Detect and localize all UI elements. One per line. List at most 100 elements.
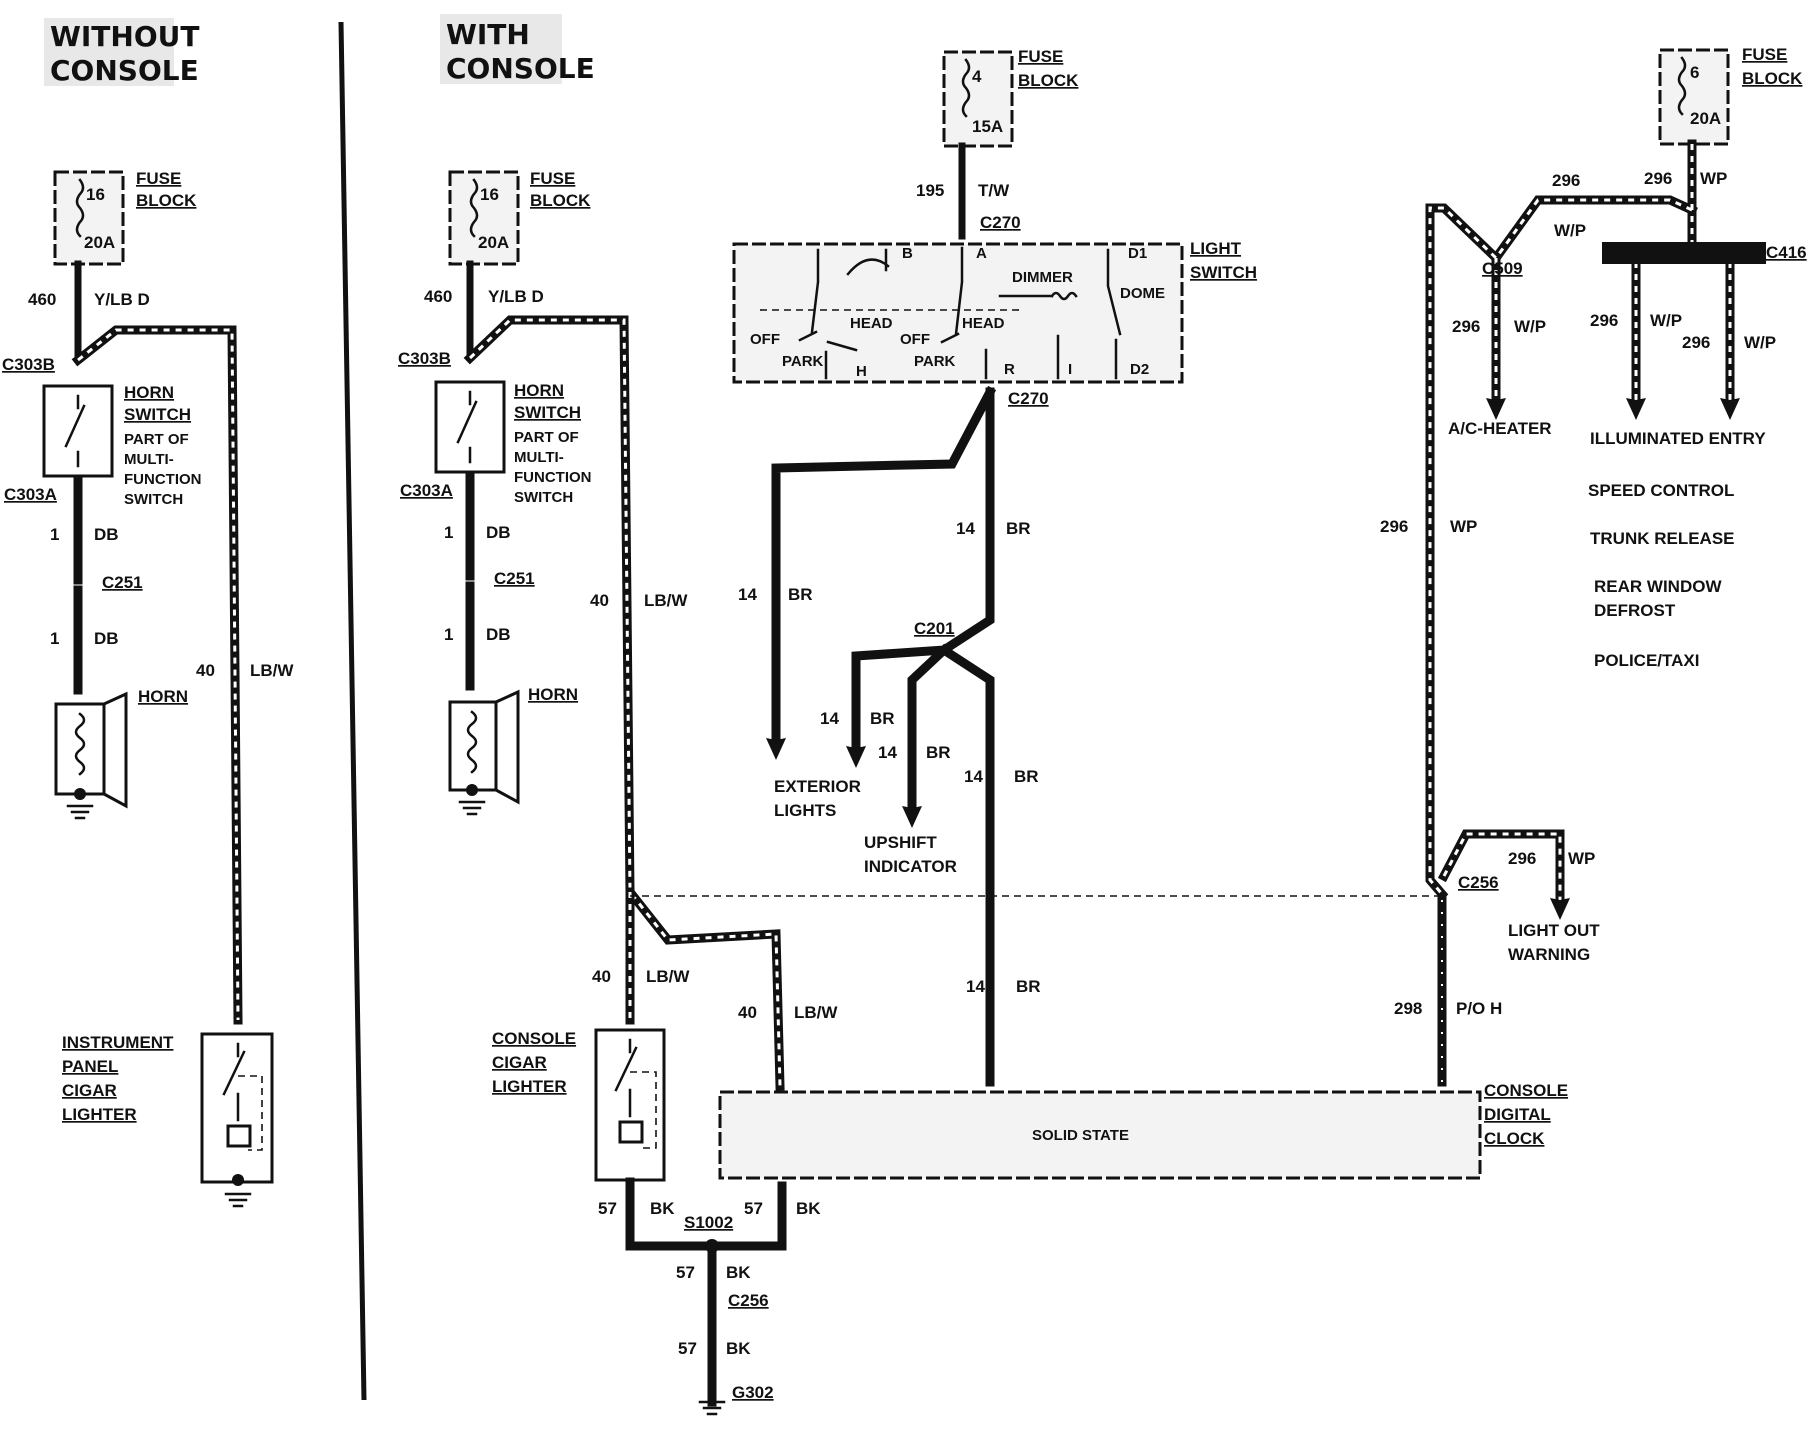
- label-left-wire1a-color: DB: [94, 525, 119, 544]
- label-right-c416: C416: [1766, 243, 1807, 262]
- label-mid-wire57b-color: BK: [796, 1199, 821, 1218]
- label-headings-without_console-0: WITHOUT: [50, 20, 199, 53]
- label-light-wire14_b-color: BR: [926, 743, 951, 762]
- label-light-wire14_a-color: BR: [870, 709, 895, 728]
- section-divider: [338, 21, 367, 1401]
- label-right-wire296_ac-color: W/P: [1514, 317, 1546, 336]
- label-light-terminals-d1: D1: [1128, 245, 1147, 262]
- label-left-horn_switch-3: MULTI-: [124, 451, 174, 468]
- label-light-wire195-circuit: 195: [916, 181, 944, 200]
- light-switch: B A D1 D2 R I H DIMMER DOME HEAD OFF PAR…: [732, 239, 1257, 384]
- label-mid-c251: C251: [494, 569, 535, 588]
- label-clock-label-1: DIGITAL: [1484, 1105, 1551, 1124]
- label-right-wire296_lo-color: WP: [1568, 849, 1595, 868]
- label-mid-horn_switch-4: FUNCTION: [514, 469, 592, 486]
- label-light-terminals-i: I: [1068, 361, 1072, 378]
- label-right-c256: C256: [1458, 873, 1499, 892]
- console-digital-clock: SOLID STATE CONSOLE DIGITAL CLOCK: [718, 1081, 1568, 1180]
- label-mid-wire57d-circuit: 57: [678, 1339, 697, 1358]
- label-clock-center: SOLID STATE: [1032, 1127, 1129, 1144]
- label-right-light_out-0: LIGHT OUT: [1508, 921, 1600, 940]
- label-mid-s1002: S1002: [684, 1213, 733, 1232]
- label-light-inner-dimmer: DIMMER: [1012, 269, 1073, 286]
- c201-branches: [851, 643, 951, 813]
- label-left-wire1b-circuit: 1: [50, 629, 59, 648]
- label-light-switch_label-1: SWITCH: [1190, 263, 1257, 282]
- label-mid-console_cigar-1: CIGAR: [492, 1053, 547, 1072]
- label-left-wire460-color: Y/LB D: [94, 290, 150, 309]
- label-left-fuse-label2: BLOCK: [136, 191, 197, 210]
- label-mid-wire1b-color: DB: [486, 625, 511, 644]
- left-horn: HORN: [54, 687, 188, 820]
- heading-with-console: WITH CONSOLE: [440, 14, 595, 85]
- label-mid-wire40a-circuit: 40: [590, 591, 609, 610]
- label-light-wire14_ext-color: BR: [788, 585, 813, 604]
- label-mid-fuse-label1: FUSE: [530, 169, 575, 188]
- label-light-switch_label-0: LIGHT: [1190, 239, 1242, 258]
- label-light-terminals-h: H: [856, 363, 867, 380]
- label-light-wire14_main-color: BR: [1006, 519, 1031, 538]
- label-mid-horn_switch-2: PART OF: [514, 429, 579, 446]
- label-left-wire460-circuit: 460: [28, 290, 56, 309]
- label-left-fuse-num: 16: [86, 185, 105, 204]
- label-mid-wire1a-circuit: 1: [444, 523, 453, 542]
- exterior-lights-wire: [771, 385, 997, 745]
- mid-console-cigar-lighter: CONSOLE CIGAR LIGHTER: [492, 1028, 666, 1182]
- label-light-c270_top: C270: [980, 213, 1021, 232]
- label-mid-wire1b-circuit: 1: [444, 625, 453, 644]
- label-headings-with_console-0: WITH: [446, 18, 530, 51]
- label-mid-fuse-num: 16: [480, 185, 499, 204]
- label-mid-wire40a-color: LB/W: [644, 591, 688, 610]
- label-mid-horn_switch-0: HORN: [514, 381, 564, 400]
- label-light-terminals-r: R: [1004, 361, 1015, 378]
- left-instrument-cigar-lighter: INSTRUMENT PANEL CIGAR LIGHTER: [62, 1032, 274, 1208]
- label-right-wire296_il2-circuit: 296: [1682, 333, 1710, 352]
- label-light-exterior-0: EXTERIOR: [774, 777, 861, 796]
- label-light-fuse-num: 4: [972, 67, 982, 86]
- label-mid-horn_switch-1: SWITCH: [514, 403, 581, 422]
- label-light-inner-off2: OFF: [900, 331, 930, 348]
- label-mid-c303b: C303B: [398, 349, 451, 368]
- label-mid-console_cigar-0: CONSOLE: [492, 1029, 576, 1048]
- label-headings-without_console-1: CONSOLE: [50, 54, 199, 87]
- label-left-c251: C251: [102, 573, 143, 592]
- label-light-upshift-1: INDICATOR: [864, 857, 957, 876]
- label-left-cigar-2: CIGAR: [62, 1081, 117, 1100]
- label-mid-wire40b-color: LB/W: [646, 967, 690, 986]
- label-left-cigar-0: INSTRUMENT: [62, 1033, 174, 1052]
- label-right-options-4: DEFROST: [1594, 601, 1676, 620]
- label-left-c303b: C303B: [2, 355, 55, 374]
- label-right-ac_heater: A/C-HEATER: [1448, 419, 1552, 438]
- label-left-wire40-color: LB/W: [250, 661, 294, 680]
- label-right-wp_top: WP: [1700, 169, 1727, 188]
- label-light-wire14_c-color: BR: [1014, 767, 1039, 786]
- label-right-options-3: REAR WINDOW: [1594, 577, 1722, 596]
- label-light-fuse-label2: BLOCK: [1018, 71, 1079, 90]
- label-left-horn_switch-0: HORN: [124, 383, 174, 402]
- heading-without-console: WITHOUT CONSOLE: [44, 18, 199, 87]
- label-light-wire14_ext-circuit: 14: [738, 585, 757, 604]
- c416-connector: [1602, 242, 1766, 264]
- label-mid-wire1a-color: DB: [486, 523, 511, 542]
- label-mid-c256: C256: [728, 1291, 769, 1310]
- label-right-wire296_top2: 296: [1644, 169, 1672, 188]
- label-right-options-2: TRUNK RELEASE: [1590, 529, 1735, 548]
- label-light-upshift-0: UPSHIFT: [864, 833, 937, 852]
- label-right-wire296_lo-circuit: 296: [1508, 849, 1536, 868]
- label-light-inner-head2: HEAD: [962, 315, 1005, 332]
- label-light-fuse-amp: 15A: [972, 117, 1003, 136]
- mid-horn-switch: HORN SWITCH PART OF MULTI- FUNCTION SWIT…: [434, 380, 592, 506]
- label-mid-wire40b-circuit: 40: [592, 967, 611, 986]
- label-light-c270_bot: C270: [1008, 389, 1049, 408]
- label-right-fuse-amp: 20A: [1690, 109, 1721, 128]
- label-mid-wire460-color: Y/LB D: [488, 287, 544, 306]
- label-right-wire296_il2-color: W/P: [1744, 333, 1776, 352]
- label-mid-wire57a-circuit: 57: [598, 1199, 617, 1218]
- label-light-exterior-1: LIGHTS: [774, 801, 836, 820]
- label-mid-wire57d-color: BK: [726, 1339, 751, 1358]
- label-light-terminals-a: A: [976, 245, 987, 262]
- label-right-options-5: POLICE/TAXI: [1594, 651, 1699, 670]
- label-light-wire14_a-circuit: 14: [820, 709, 839, 728]
